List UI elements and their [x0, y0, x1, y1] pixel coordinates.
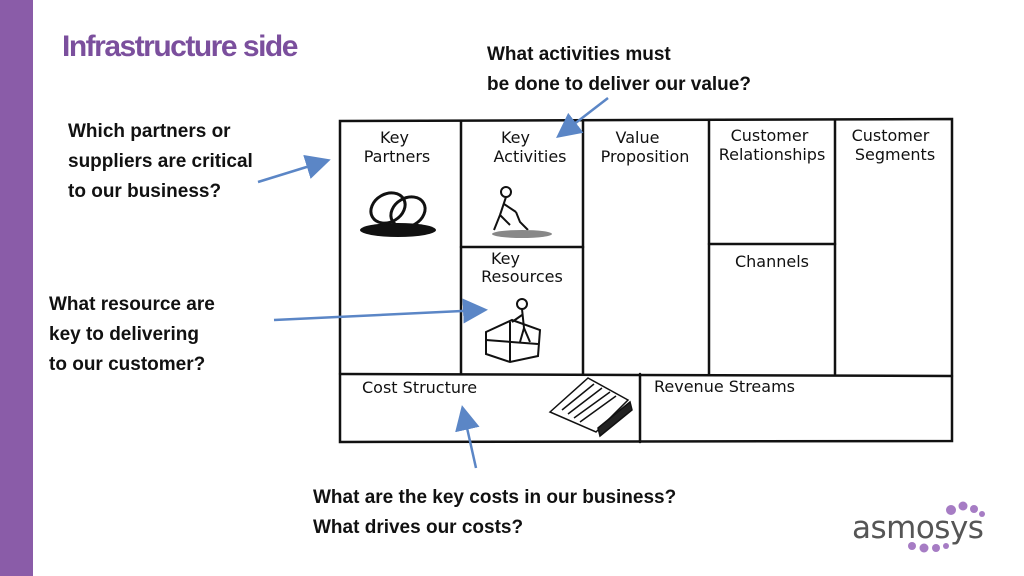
question-key-activities: What activities must be done to deliver …	[487, 40, 751, 100]
partners-chain-link-sketch	[360, 191, 436, 237]
question-line: to our customer?	[49, 354, 206, 375]
canvas-grid	[338, 117, 954, 444]
arrow-to-key-activities	[556, 97, 609, 139]
question-cost-structure: What are the key costs in our business? …	[313, 483, 676, 543]
cost-invoice-sketch	[548, 377, 633, 438]
block-label-key-resources: Key Resources	[481, 249, 563, 286]
block-label-revenue-streams: Revenue Streams	[654, 377, 795, 396]
question-line: suppliers are critical	[68, 151, 253, 172]
question-line: key to delivering	[49, 324, 199, 345]
block-label-customer-segments: Customer Segments	[852, 126, 936, 164]
question-key-partners: Which partners or suppliers are critical…	[68, 117, 253, 207]
arrow-to-key-partners	[257, 154, 331, 184]
question-line: Which partners or	[68, 121, 231, 142]
question-line: What activities must	[487, 44, 671, 65]
block-label-key-activities: Key Activities	[494, 128, 567, 166]
question-line: What drives our costs?	[313, 517, 524, 538]
asmosys-logo: asmosys	[852, 500, 1012, 560]
page-title: Infrastructure side	[62, 30, 298, 63]
logo-dots	[908, 501, 985, 553]
question-line: What are the key costs in our business?	[313, 487, 677, 508]
block-label-key-partners: Key Partners	[364, 128, 430, 166]
block-label-value-proposition: Value Proposition	[601, 128, 690, 166]
block-label-customer-relationships: Customer Relationships	[719, 126, 826, 164]
resources-worker-sketch	[485, 298, 542, 364]
question-line: to our business?	[68, 181, 222, 202]
activities-worker-sketch	[492, 186, 552, 238]
question-line: be done to deliver our value?	[487, 74, 751, 95]
sidebar-accent-bar	[0, 0, 33, 576]
question-line: What resource are	[49, 294, 215, 315]
question-key-resources: What resource are key to delivering to o…	[49, 290, 215, 380]
arrow-to-key-resources	[273, 298, 488, 324]
block-label-cost-structure: Cost Structure	[362, 378, 477, 397]
callout-arrows	[257, 97, 609, 469]
logo-wordmark: asmosys	[852, 510, 984, 546]
arrow-to-cost-structure	[455, 405, 480, 469]
block-label-channels: Channels	[735, 252, 809, 271]
